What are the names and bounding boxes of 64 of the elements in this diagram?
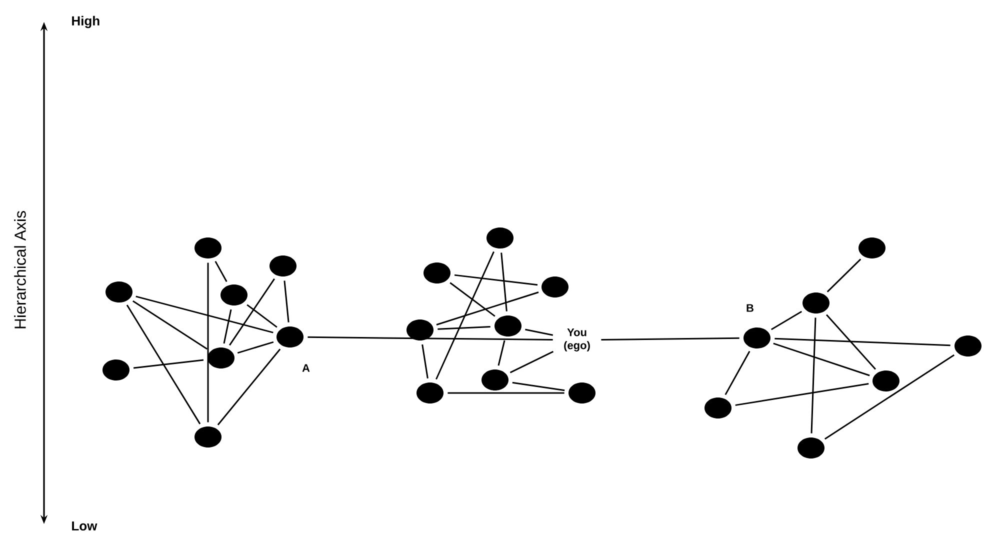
network-node [858,238,886,258]
node-letter: B [746,304,754,312]
connecting-line [774,338,950,346]
connecting-line [448,392,564,394]
connecting-line [450,282,496,317]
connecting-line [284,280,290,322]
connecting-line [133,359,204,369]
connecting-line [132,300,208,350]
connecting-line [770,310,802,330]
network-node [704,397,732,418]
network-node [424,262,450,284]
network-node [954,335,982,356]
network-node [270,256,296,276]
connecting-line [773,342,870,376]
network-node [802,292,830,314]
axis-label: High [72,16,100,28]
connecting-line [512,382,565,392]
connecting-line [308,336,553,340]
network-node [194,426,222,448]
connecting-line [601,337,740,340]
network-node [482,369,508,390]
connecting-line [826,314,876,370]
connecting-line [824,354,955,440]
axis-label: Low [72,521,98,531]
connecting-line [217,348,281,426]
connecting-line [207,262,209,422]
connecting-line [422,344,428,379]
network-node [568,382,596,404]
connecting-line [214,260,228,282]
network-node [102,360,130,380]
connecting-line [810,318,816,434]
connecting-line [454,274,538,286]
network-node [542,276,568,298]
network-node [744,328,770,348]
connecting-line [826,258,862,292]
node-label: You (ego) [564,328,590,352]
network-node [872,370,900,392]
connecting-line [438,326,490,330]
connecting-line [525,328,554,336]
network-node [106,282,133,302]
network-node [798,437,824,458]
connecting-line [510,350,554,374]
connecting-line [436,292,539,326]
connecting-line [498,340,506,366]
connecting-line [436,251,494,380]
connecting-line [237,341,274,354]
network-node [276,326,304,348]
connecting-line [724,350,750,396]
network-node [194,238,222,258]
connecting-line [229,278,276,346]
connecting-line [126,304,201,424]
connecting-line [735,383,869,406]
network-node [416,382,444,404]
network-node [208,348,234,368]
connecting-line [246,304,278,328]
connecting-line [223,309,232,344]
axis-title: Hierarchical Axis [14,211,26,328]
network-node [494,315,522,336]
network-node [406,320,434,340]
connecting-line [136,296,274,334]
node-letter: A [302,364,310,372]
network-node [486,228,514,248]
connecting-line [500,252,508,312]
network-node [220,284,248,306]
